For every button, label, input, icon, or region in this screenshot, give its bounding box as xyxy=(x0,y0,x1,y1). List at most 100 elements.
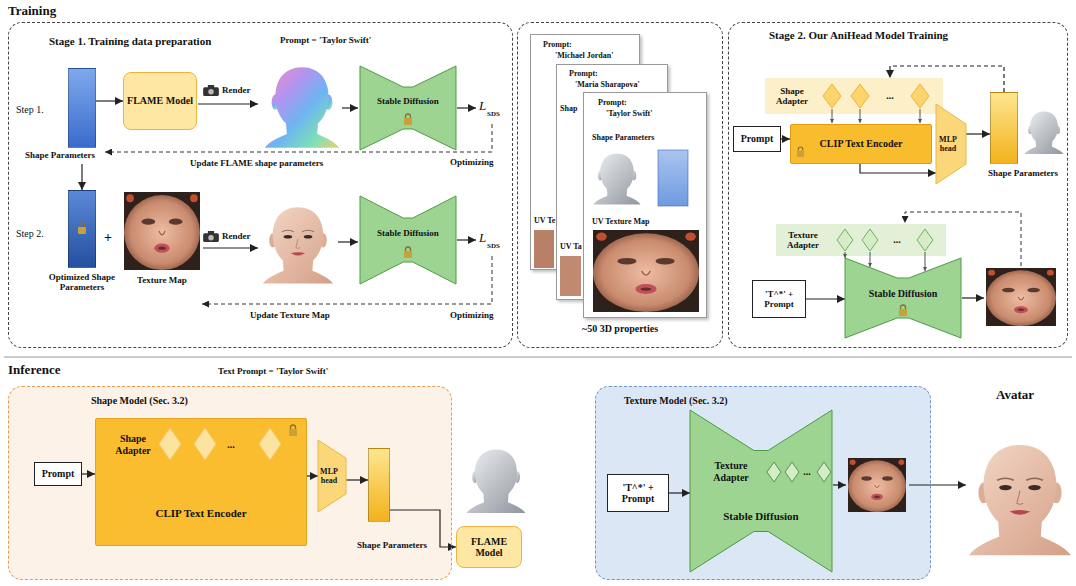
arrow xyxy=(833,484,846,485)
parameter-bar-fill xyxy=(68,68,96,148)
node-text: Texture Model (Sec. 3.2) xyxy=(624,395,844,407)
adapter-arrows xyxy=(832,109,920,123)
panel-fill xyxy=(8,386,452,580)
node-text: Prompt xyxy=(734,133,780,145)
input-box: Prompt xyxy=(733,126,781,152)
arrow xyxy=(909,484,966,485)
node-text: MLP head xyxy=(937,135,959,153)
loss-symbol: L xyxy=(479,231,486,246)
image-caption: Avatar xyxy=(996,388,1034,403)
parameter-bar: Shape Parameters xyxy=(350,448,434,552)
parameter-bar-fill xyxy=(990,92,1018,164)
lock-icon xyxy=(404,247,412,258)
node-text: Shape Parameters xyxy=(592,133,706,142)
outline-shape xyxy=(360,196,456,284)
operation-label: Render xyxy=(222,231,251,241)
avatar-head xyxy=(969,445,1071,555)
diffusion-outline xyxy=(360,196,456,284)
camera-icon xyxy=(203,231,219,242)
arrow-label: Update Texture Map xyxy=(250,310,330,320)
stage-panel: Stage 2. Our AniHead Model TrainingShape… xyxy=(728,22,1068,348)
model-panel: Shape Model (Sec. 3.2)PromptShape Adapte… xyxy=(8,386,452,580)
input-box: 'T^*' + Prompt xyxy=(607,474,669,512)
model-panel: Texture Model (Sec. 3.2)'T^*' + PromptTe… xyxy=(595,386,931,580)
plus-sign: + xyxy=(104,230,112,246)
node-text: CLIP Text Encoder xyxy=(791,138,931,150)
feedback-arrow xyxy=(905,212,1021,266)
model-box: FLAME Model xyxy=(123,72,197,130)
arrow-label: Optimizing xyxy=(450,157,494,167)
parameter-bar: Shape Parameters xyxy=(982,92,1064,192)
node-text: Shape Adapter xyxy=(769,86,815,107)
head-mesh xyxy=(593,154,640,205)
section-heading: Inference xyxy=(8,363,60,378)
section-divider xyxy=(4,357,1072,358)
node-text: Prompt: xyxy=(598,98,706,107)
lock-icon xyxy=(899,305,907,316)
node-text: Shape Parameters xyxy=(350,540,434,550)
operation-label: Render xyxy=(222,85,251,95)
stage-panel: Stage 1. Training data preparationShape … xyxy=(8,22,513,348)
outline-shape xyxy=(845,258,961,338)
mlp-head: MLP head xyxy=(936,104,966,184)
connector-arrow xyxy=(669,492,690,493)
node-text: Shape Parameters xyxy=(18,150,102,160)
parameter-bar-fill xyxy=(368,448,390,522)
arrow-label: Optimizing xyxy=(450,310,494,320)
adapter-arrows xyxy=(845,252,925,271)
node-text: 'Taylor Swift' xyxy=(606,109,706,118)
camera-icon xyxy=(203,85,219,96)
node-text: Shape Adapter xyxy=(108,433,158,456)
node-text: Stable Diffusion xyxy=(360,96,456,106)
texture-fragment xyxy=(560,256,581,296)
loss-symbol: L xyxy=(479,99,486,114)
node-text: ... xyxy=(798,466,816,478)
node-text: Prompt: xyxy=(569,69,667,78)
encoder-box: CLIP Text Encoder xyxy=(790,124,932,164)
connector-arrow xyxy=(860,164,936,173)
outline-shape xyxy=(318,440,346,512)
connector-arrow xyxy=(81,164,82,190)
connector-arrow xyxy=(346,479,368,480)
image-caption: Texture Map xyxy=(137,275,187,285)
node-text: Texture Adapter xyxy=(778,230,828,251)
step-label: Step 2. xyxy=(16,228,44,240)
outline-shape xyxy=(936,104,966,184)
head-mesh xyxy=(467,449,526,513)
node-text: UV Texture Map xyxy=(592,217,706,226)
diffusion-model: Stable Diffusion xyxy=(360,66,456,150)
node-text: Stable Diffusion xyxy=(845,288,961,300)
connector-arrow xyxy=(966,133,990,134)
node-text: FLAME Model xyxy=(124,95,196,107)
adapter-diamonds xyxy=(837,229,933,251)
texture-map xyxy=(124,192,200,270)
diffusion-outline xyxy=(690,410,832,572)
node-text: 'Maria Sharapova' xyxy=(575,80,667,89)
loss-subscript: SDS xyxy=(487,110,500,118)
normal-map-head xyxy=(265,67,339,148)
node-text: Stable Diffusion xyxy=(690,510,832,523)
outline-shape xyxy=(360,66,456,150)
lock-icon xyxy=(797,147,804,157)
arrow xyxy=(203,247,258,248)
texture-map xyxy=(986,268,1056,326)
diffusion-model: Stable Diffusion xyxy=(360,196,456,284)
node-text: CLIP Text Encoder xyxy=(96,507,306,520)
node-text: ... xyxy=(220,439,242,451)
node-text: ~50 3D properties xyxy=(518,323,722,335)
connector-arrow xyxy=(96,100,123,101)
lock-icon xyxy=(404,114,412,125)
lock-icon xyxy=(289,425,297,436)
node-text: Shape Parameters xyxy=(982,168,1064,178)
arrow xyxy=(342,107,358,108)
section-heading: Training xyxy=(8,4,56,19)
adapter-diamonds xyxy=(823,84,929,108)
arrow xyxy=(338,241,358,242)
node-text: UV Ta xyxy=(560,242,584,251)
connector-arrow xyxy=(307,475,318,476)
diffusion-model: Texture Adapter...Stable Diffusion xyxy=(690,410,832,572)
connector-arrow xyxy=(806,298,845,299)
arrow xyxy=(457,239,476,240)
node-text: 'Michael Jordan' xyxy=(555,51,639,60)
adapter-diamonds xyxy=(159,428,281,460)
